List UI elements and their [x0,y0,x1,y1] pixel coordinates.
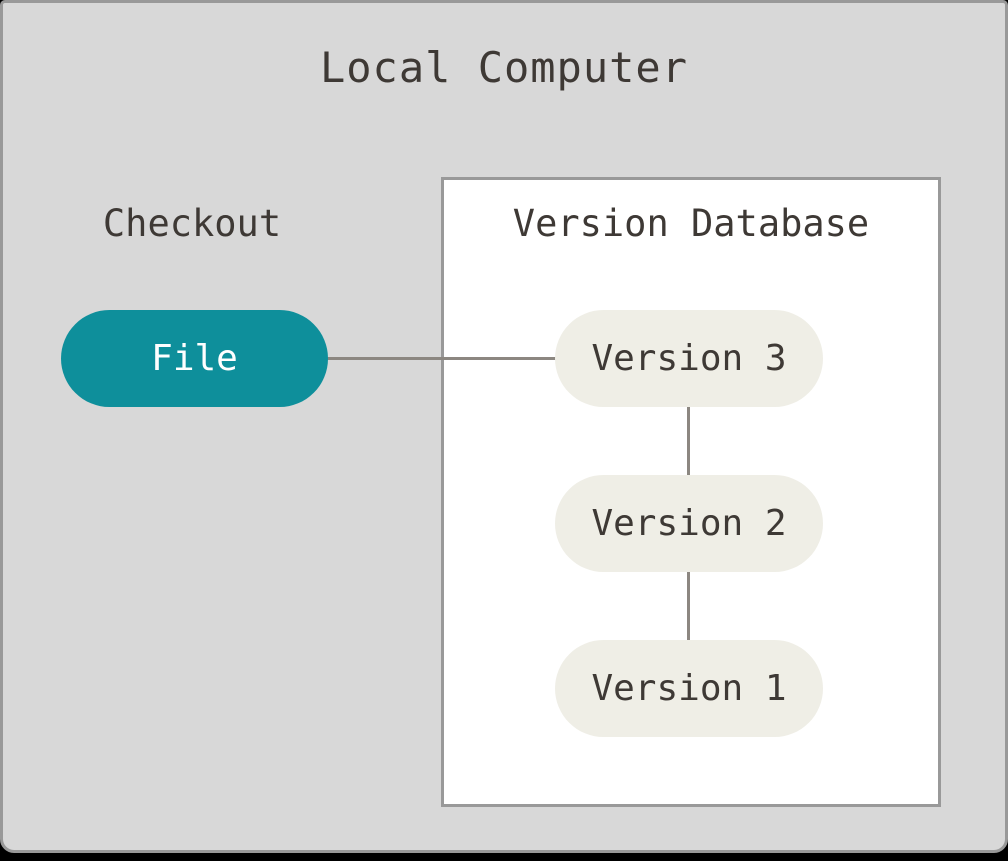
node-file-label: File [151,338,238,379]
diagram-title: Local Computer [319,43,688,92]
node-version-2-label: Version 2 [591,503,787,544]
node-version-2: Version 2 [555,475,823,572]
node-version-3-label: Version 3 [591,338,787,379]
checkout-label: Checkout [102,202,282,245]
node-file: File [61,310,328,407]
connector-version3-to-version2 [687,407,690,475]
node-version-1-label: Version 1 [591,668,787,709]
connector-version2-to-version1 [687,572,690,640]
connector-file-to-version3 [323,357,559,360]
version-database-label: Version Database [512,202,870,245]
node-version-1: Version 1 [555,640,823,737]
node-version-3: Version 3 [555,310,823,407]
